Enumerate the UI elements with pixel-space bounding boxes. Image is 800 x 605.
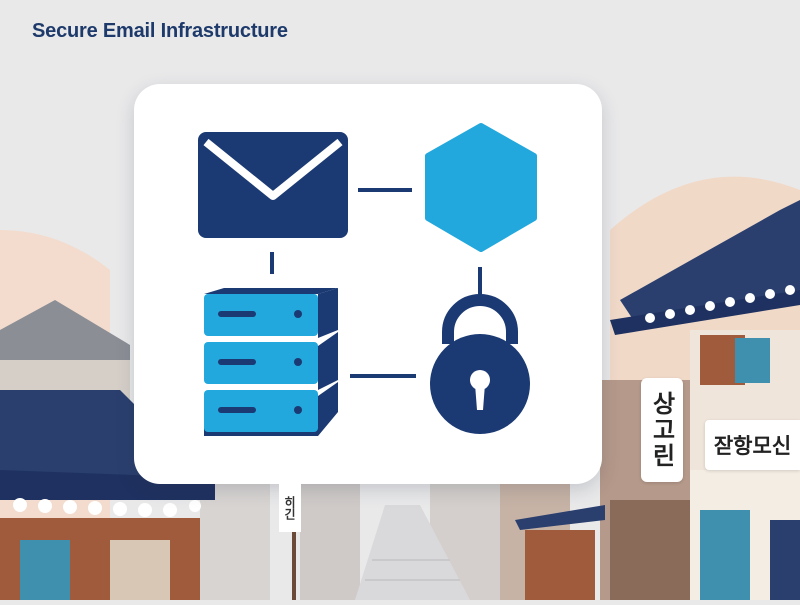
shop-sign-small: 히긴 — [279, 484, 301, 532]
shop-sign-horizontal-text: 잗항모신 — [713, 434, 792, 458]
padlock-icon — [430, 294, 530, 434]
shop-sign-vertical-text: 상고린 — [647, 391, 676, 469]
infrastructure-diagram-card — [134, 84, 602, 484]
shop-sign-horizontal: 잗항모신 — [705, 420, 800, 470]
shop-sign-small-text: 히긴 — [282, 496, 297, 520]
hexagon-icon — [425, 123, 537, 252]
shop-sign-vertical: 상고린 — [641, 378, 683, 482]
server-stack-icon — [204, 288, 338, 436]
page-title: Secure Email Infrastructure — [32, 20, 288, 42]
infrastructure-diagram — [198, 123, 537, 436]
envelope-icon — [198, 132, 348, 238]
